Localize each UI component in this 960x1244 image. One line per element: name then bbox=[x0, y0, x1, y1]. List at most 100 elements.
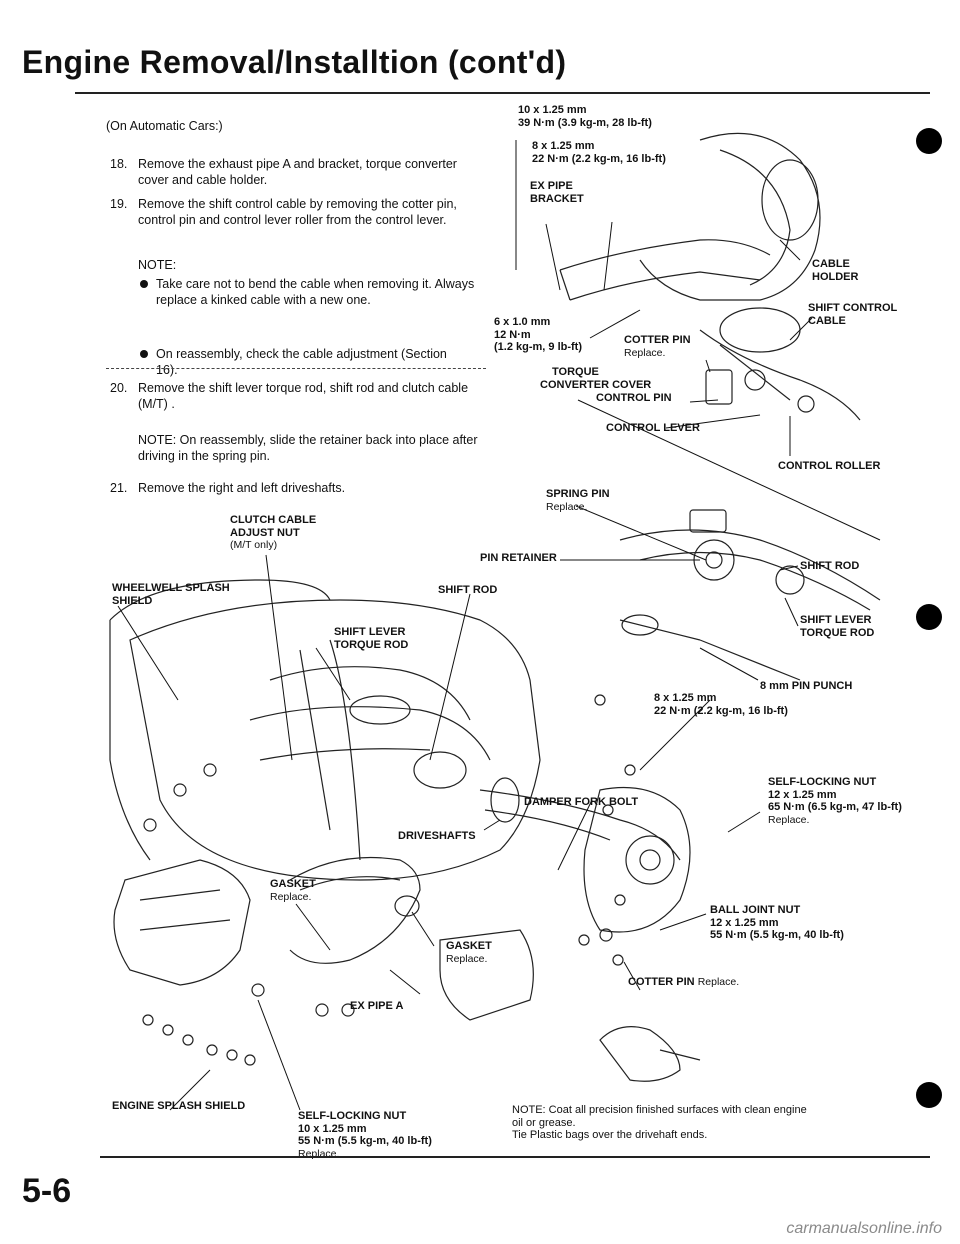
label-shift-lever-torque-rod-right: SHIFT LEVER TORQUE ROD bbox=[800, 614, 874, 639]
label-shift-lever-torque-rod-center: SHIFT LEVER TORQUE ROD bbox=[334, 626, 408, 651]
step-21-text: Remove the right and left driveshafts. bbox=[138, 481, 346, 495]
label-ex-pipe-bracket: EX PIPE BRACKET bbox=[530, 180, 584, 205]
watermark: carmanualsonline.info bbox=[786, 1220, 942, 1237]
label-wheelwell-splash-shield: WHEELWELL SPLASH SHIELD bbox=[112, 582, 230, 607]
label-self-locking-nut-right: SELF-LOCKING NUT 12 x 1.25 mm 65 N·m (6.… bbox=[768, 776, 902, 826]
label-spring-pin-text: SPRING PIN bbox=[546, 488, 610, 500]
label-bolt-10-torque: 39 N·m (3.9 kg-m, 28 lb-ft) bbox=[518, 116, 652, 129]
label-sln-right-line3: 65 N·m (6.5 kg-m, 47 lb-ft) bbox=[768, 801, 902, 813]
label-damper-fork-bolt: DAMPER FORK BOLT bbox=[524, 796, 639, 808]
label-cotter-pin-replace: Replace. bbox=[624, 346, 666, 359]
label-shift-control-cable-line1: SHIFT CONTROL bbox=[808, 302, 898, 314]
label-ball-joint-nut: BALL JOINT NUT 12 x 1.25 mm 55 N·m (5.5 … bbox=[710, 904, 844, 942]
label-control-lever: CONTROL LEVER bbox=[606, 422, 700, 434]
note-label: NOTE: bbox=[138, 258, 177, 272]
step-19: 19. Remove the shift control cable by re… bbox=[110, 196, 480, 228]
tab-mark-2 bbox=[916, 604, 942, 630]
bottom-note: NOTE: Coat all precision finished surfac… bbox=[512, 1104, 807, 1142]
label-cotter-pin-bottom-text: COTTER PIN bbox=[628, 976, 695, 988]
label-cable-holder: CABLE HOLDER bbox=[812, 258, 858, 283]
page-number: 5-6 bbox=[22, 1172, 72, 1210]
label-wheelwell-line1: WHEELWELL SPLASH bbox=[112, 582, 230, 594]
label-sln-bottom-line2: 10 x 1.25 mm bbox=[298, 1122, 367, 1135]
label-gasket-upper: GASKET Replace. bbox=[270, 878, 316, 903]
label-shift-control-cable: SHIFT CONTROL CABLE bbox=[808, 302, 897, 327]
label-sltr-center-line1: SHIFT LEVER bbox=[334, 626, 406, 638]
label-shift-rod-right: SHIFT ROD bbox=[800, 560, 860, 572]
label-sln-bottom-line4: Replace. bbox=[298, 1147, 340, 1160]
label-shift-control-cable-line2: CABLE bbox=[808, 314, 846, 327]
label-sltr-right-line2: TORQUE ROD bbox=[800, 626, 875, 639]
label-sltr-right-line1: SHIFT LEVER bbox=[800, 614, 872, 626]
step-20-number: 20. bbox=[110, 381, 128, 395]
label-cotter-pin-text: COTTER PIN bbox=[624, 334, 691, 346]
label-ex-pipe-a: EX PIPE A bbox=[350, 1000, 404, 1012]
label-sln-right-line2: 12 x 1.25 mm bbox=[768, 788, 837, 801]
label-bjn-line1: BALL JOINT NUT bbox=[710, 904, 801, 916]
label-torque-converter-cover: TORQUE CONVERTER COVER bbox=[540, 366, 651, 391]
tab-mark-3 bbox=[916, 1082, 942, 1108]
label-bolt-10: 10 x 1.25 mm 39 N·m (3.9 kg-m, 28 lb-ft) bbox=[518, 104, 652, 129]
label-pin-punch: 8 mm PIN PUNCH bbox=[760, 680, 853, 692]
label-shift-rod-left: SHIFT ROD bbox=[438, 584, 498, 596]
label-tc-cover-line2: CONVERTER COVER bbox=[540, 378, 652, 391]
header-rule bbox=[75, 92, 930, 94]
label-wheelwell-line2: SHIELD bbox=[112, 594, 153, 607]
label-spring-pin-replace: Replace. bbox=[546, 500, 588, 513]
step-20-note: NOTE: On reassembly, slide the retainer … bbox=[138, 433, 478, 463]
label-sln-bottom-line1: SELF-LOCKING NUT bbox=[298, 1110, 407, 1122]
label-control-roller: CONTROL ROLLER bbox=[778, 460, 881, 472]
label-bolt-8b-torque: 22 N·m (2.2 kg-m, 16 lb-ft) bbox=[654, 704, 788, 717]
label-driveshafts: DRIVESHAFTS bbox=[398, 830, 476, 842]
label-bolt-6: 6 x 1.0 mm 12 N·m (1.2 kg-m, 9 lb-ft) bbox=[494, 316, 582, 354]
label-bolt-8-torque: 22 N·m (2.2 kg-m, 16 lb-ft) bbox=[532, 152, 666, 165]
label-gasket-upper-replace: Replace. bbox=[270, 890, 312, 903]
label-bolt-8: 8 x 1.25 mm 22 N·m (2.2 kg-m, 16 lb-ft) bbox=[532, 140, 666, 165]
bottom-note-line2: oil or grease. bbox=[512, 1116, 576, 1129]
label-pin-retainer: PIN RETAINER bbox=[480, 552, 557, 564]
note-bullet-1: Take care not to bend the cable when rem… bbox=[138, 276, 496, 308]
label-cable-holder-line2: HOLDER bbox=[812, 270, 859, 283]
label-clutch-cable-adjust-nut: CLUTCH CABLE ADJUST NUT (M/T only) bbox=[230, 514, 316, 552]
footer-rule bbox=[100, 1156, 930, 1158]
label-bolt-8b: 8 x 1.25 mm 22 N·m (2.2 kg-m, 16 lb-ft) bbox=[654, 692, 788, 717]
label-spring-pin: SPRING PIN Replace. bbox=[546, 488, 610, 513]
label-bolt-6-torque1: 12 N·m bbox=[494, 328, 531, 341]
step-19-number: 19. bbox=[110, 197, 128, 211]
intro-text: (On Automatic Cars:) bbox=[106, 119, 223, 133]
label-bjn-line2: 12 x 1.25 mm bbox=[710, 916, 779, 929]
label-ex-pipe-bracket-line2: BRACKET bbox=[530, 192, 584, 205]
label-gasket-lower: GASKET Replace. bbox=[446, 940, 492, 965]
step-21-number: 21. bbox=[110, 481, 128, 495]
label-bolt-10-size: 10 x 1.25 mm bbox=[518, 104, 587, 116]
note-bullet-2: On reassembly, check the cable adjustmen… bbox=[138, 346, 456, 378]
step-19-text: Remove the shift control cable by removi… bbox=[138, 197, 457, 227]
label-cable-holder-line1: CABLE bbox=[812, 258, 850, 270]
step-20-text: Remove the shift lever torque rod, shift… bbox=[138, 381, 469, 411]
label-ex-pipe-bracket-line1: EX PIPE bbox=[530, 180, 573, 192]
label-sln-right-line1: SELF-LOCKING NUT bbox=[768, 776, 877, 788]
label-control-pin: CONTROL PIN bbox=[596, 392, 672, 404]
bottom-note-line3: Tie Plastic bags over the drivehaft ends… bbox=[512, 1129, 708, 1141]
label-ccan-line3: (M/T only) bbox=[230, 539, 278, 551]
step-18-number: 18. bbox=[110, 157, 128, 171]
label-cotter-pin: COTTER PIN Replace. bbox=[624, 334, 691, 359]
tab-mark-1 bbox=[916, 128, 942, 154]
label-cotter-pin-bottom-replace: Replace. bbox=[697, 976, 740, 988]
label-gasket-upper-text: GASKET bbox=[270, 878, 316, 890]
step-21: 21. Remove the right and left driveshaft… bbox=[110, 480, 480, 496]
label-ccan-line2: ADJUST NUT bbox=[230, 526, 300, 539]
step-18-text: Remove the exhaust pipe A and bracket, t… bbox=[138, 157, 457, 187]
label-engine-splash-shield: ENGINE SPLASH SHIELD bbox=[112, 1100, 246, 1112]
section-divider bbox=[106, 368, 486, 369]
label-self-locking-nut-bottom: SELF-LOCKING NUT 10 x 1.25 mm 55 N·m (5.… bbox=[298, 1110, 432, 1160]
label-gasket-lower-replace: Replace. bbox=[446, 952, 488, 965]
label-sln-bottom-line3: 55 N·m (5.5 kg-m, 40 lb-ft) bbox=[298, 1135, 432, 1147]
label-tc-cover-line1: TORQUE bbox=[552, 366, 599, 378]
step-18: 18. Remove the exhaust pipe A and bracke… bbox=[110, 156, 480, 188]
label-bolt-8b-size: 8 x 1.25 mm bbox=[654, 692, 717, 704]
label-cotter-pin-bottom: COTTER PIN Replace. bbox=[628, 976, 739, 989]
bottom-note-line1: NOTE: Coat all precision finished surfac… bbox=[512, 1104, 807, 1116]
page-title: Engine Removal/Installtion (cont'd) bbox=[22, 44, 567, 80]
label-gasket-lower-text: GASKET bbox=[446, 940, 492, 952]
